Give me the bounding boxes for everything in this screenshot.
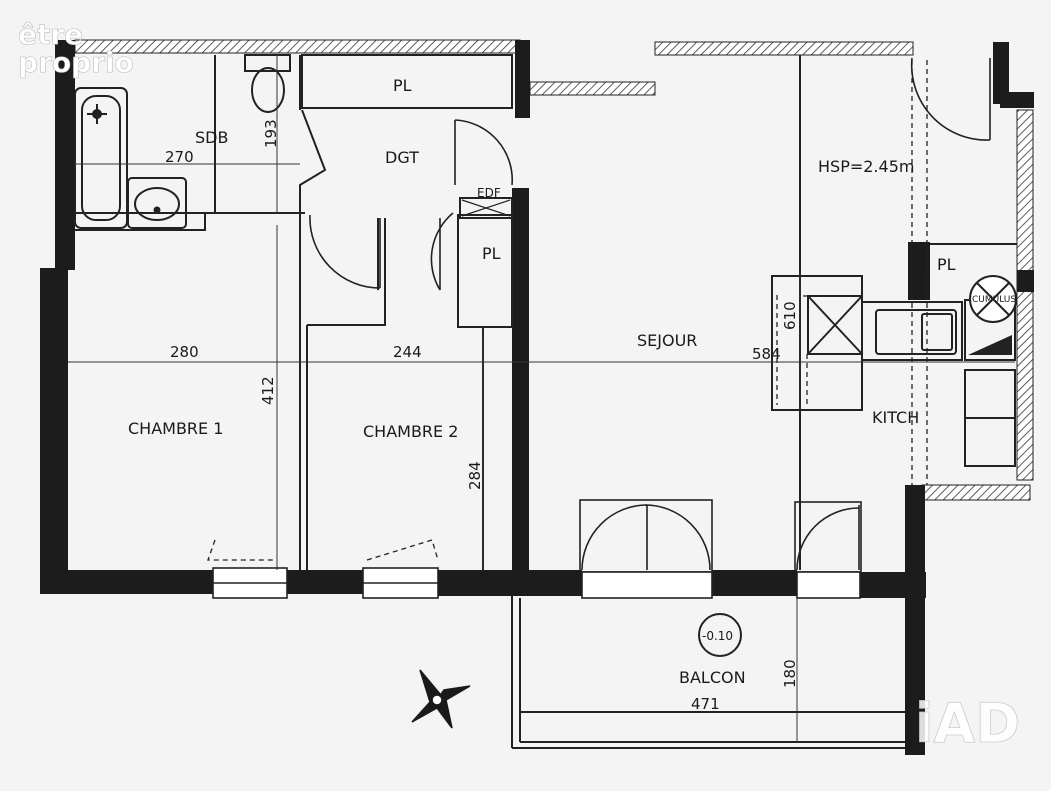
dim-ch2-height: 284 bbox=[466, 461, 484, 490]
dim-balcon-width: 471 bbox=[691, 695, 720, 713]
cumulus-icon bbox=[969, 275, 1017, 323]
solid-walls bbox=[40, 40, 1034, 755]
door-chambre1 bbox=[309, 214, 381, 289]
dimension-lines bbox=[68, 55, 1015, 742]
level-marker bbox=[698, 613, 742, 657]
door-entrance bbox=[910, 57, 991, 141]
door-balcony-right bbox=[796, 507, 860, 571]
doors bbox=[212, 57, 991, 599]
dim-sdb-width: 270 bbox=[165, 148, 194, 166]
dashed-lines bbox=[207, 60, 928, 561]
label-chambre2: CHAMBRE 2 bbox=[363, 422, 458, 441]
dim-sejour-height: 610 bbox=[781, 301, 799, 330]
watermark-brand-line1: être bbox=[18, 18, 83, 51]
dim-sejour-width: 584 bbox=[752, 345, 781, 363]
label-cumulus: CUMULUS bbox=[972, 295, 1016, 305]
sink-icon bbox=[127, 177, 187, 229]
label-sejour: SEJOUR bbox=[637, 331, 697, 350]
watermark-agency: iAD bbox=[915, 692, 1020, 755]
dim-ch1-width: 280 bbox=[170, 343, 199, 361]
edf-meter-icon bbox=[461, 199, 511, 217]
dim-balcon-height: 180 bbox=[781, 659, 799, 688]
label-level: -0.10 bbox=[702, 629, 733, 643]
label-hsp: HSP=2.45m bbox=[818, 157, 914, 176]
bathtub-icon bbox=[74, 87, 128, 229]
label-sdb: SDB bbox=[195, 128, 228, 147]
door-dgt bbox=[454, 119, 513, 186]
label-pl-mid: PL bbox=[482, 244, 501, 263]
label-balcon: BALCON bbox=[679, 668, 746, 687]
dim-ch1-height: 412 bbox=[259, 376, 277, 405]
label-dgt: DGT bbox=[385, 148, 419, 167]
door-balcony-left bbox=[581, 504, 648, 571]
label-pl-top: PL bbox=[393, 76, 412, 95]
label-kitchen: KITCH bbox=[872, 408, 919, 427]
label-pl-kitchen: PL bbox=[937, 255, 956, 274]
watermark-brand-line2: proprio bbox=[18, 46, 134, 79]
label-chambre1: CHAMBRE 1 bbox=[128, 419, 223, 438]
toilet-icon bbox=[244, 54, 291, 72]
cooktop-icon bbox=[968, 335, 1012, 355]
dim-ch2-width: 244 bbox=[393, 343, 422, 361]
label-edf: EDF bbox=[477, 186, 501, 200]
door-chambre2 bbox=[430, 212, 454, 291]
compass-icon bbox=[411, 669, 471, 729]
bathroom-fixtures bbox=[74, 54, 291, 229]
dim-sdb-height: 193 bbox=[262, 119, 280, 148]
